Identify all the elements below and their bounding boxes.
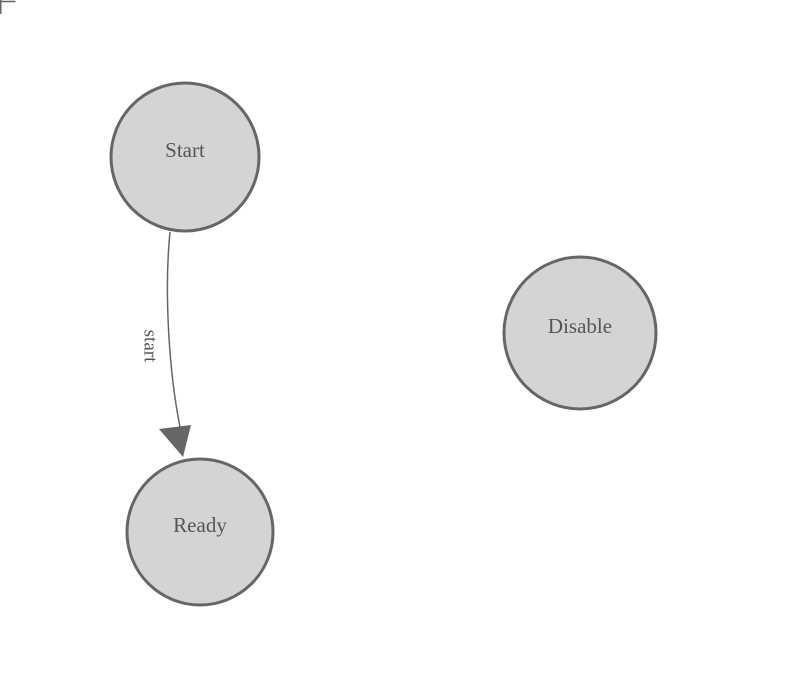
node-ready-circle[interactable]	[125, 457, 275, 607]
edge-line[interactable]	[166, 231, 181, 428]
node-disable-circle[interactable]	[502, 255, 658, 411]
node-start[interactable]: Start	[109, 81, 261, 233]
edge-label[interactable]: start	[140, 330, 161, 363]
arrowhead-icon	[159, 425, 191, 457]
origin-corner-mark	[0, 0, 16, 14]
node-disable[interactable]: Disable	[502, 255, 658, 411]
node-start-circle[interactable]	[109, 81, 261, 233]
edge-start-to-ready[interactable]: start	[140, 231, 192, 457]
node-ready[interactable]: Ready	[125, 457, 275, 607]
